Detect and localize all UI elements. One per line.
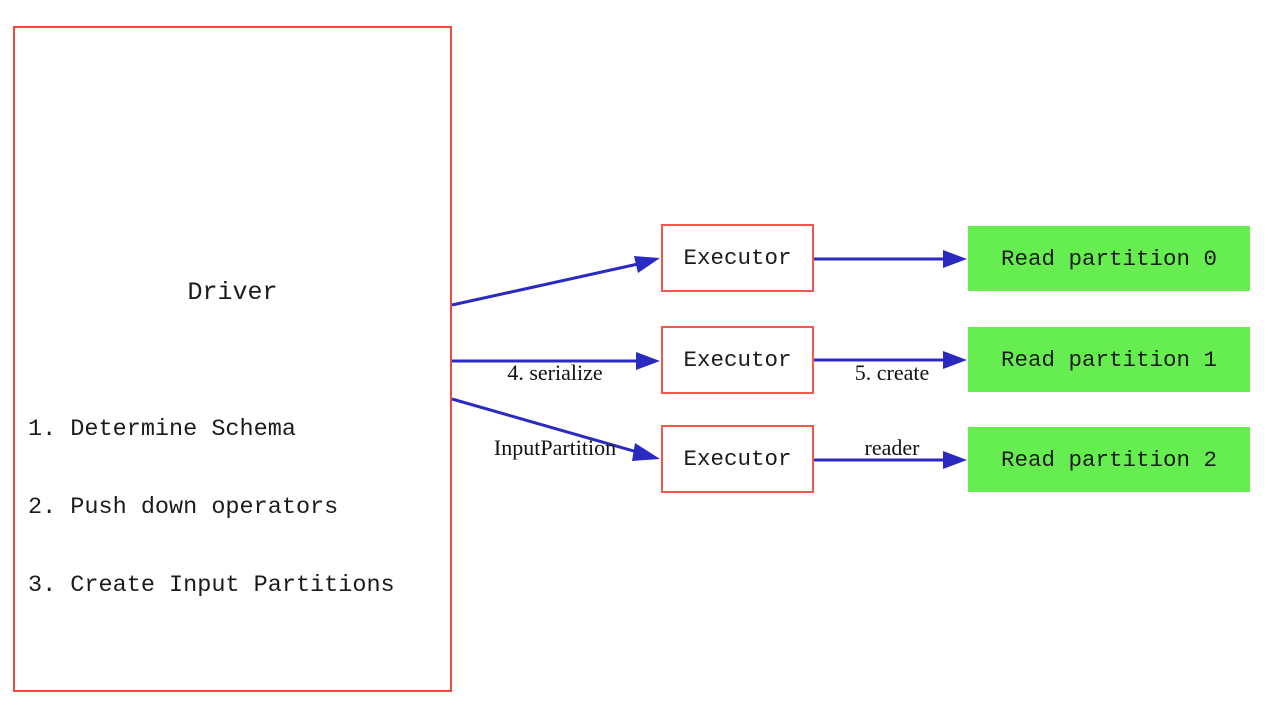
executor-label-1: Executor bbox=[683, 347, 792, 373]
arrow-driver-to-executor-1 bbox=[452, 352, 660, 370]
arrow-executor-1-to-partition-1 bbox=[814, 351, 967, 369]
arrow-executor-2-to-partition-2 bbox=[814, 451, 967, 469]
executor-label-0: Executor bbox=[683, 245, 792, 271]
executor-label-2: Executor bbox=[683, 446, 792, 472]
driver-title: Driver bbox=[187, 278, 278, 307]
executor-box-2: Executor bbox=[661, 425, 814, 493]
edge-label-create-reader-line-1: 5. create bbox=[854, 360, 930, 385]
partition-label-0: Read partition 0 bbox=[1000, 245, 1218, 272]
arrow-executor-0-to-partition-0 bbox=[814, 250, 967, 268]
arrow-driver-to-executor-2 bbox=[451, 397, 660, 461]
partition-box-1: Read partition 1 bbox=[968, 327, 1250, 392]
executor-box-0: Executor bbox=[661, 224, 814, 292]
arrow-driver-to-executor-0 bbox=[451, 256, 660, 307]
partition-box-2: Read partition 2 bbox=[968, 427, 1250, 492]
edge-label-serialize: 4. serialize InputPartition bbox=[470, 310, 640, 510]
edge-label-serialize-line-1: 4. serialize bbox=[507, 360, 603, 385]
edge-label-create-reader: 5. create reader bbox=[828, 310, 956, 510]
edge-label-serialize-line-2: InputPartition bbox=[493, 435, 617, 460]
driver-step-2: 2. Push down operators bbox=[28, 494, 339, 521]
driver-box bbox=[13, 26, 452, 692]
partition-label-2: Read partition 2 bbox=[1000, 446, 1218, 473]
driver-step-3: 3. Create Input Partitions bbox=[28, 572, 395, 599]
partition-label-1: Read partition 1 bbox=[1000, 346, 1218, 373]
edge-label-create-reader-line-2: reader bbox=[864, 435, 920, 460]
executor-box-1: Executor bbox=[661, 326, 814, 394]
partition-box-0: Read partition 0 bbox=[968, 226, 1250, 291]
driver-steps-list: 1. Determine Schema 2. Push down operato… bbox=[28, 365, 448, 651]
driver-step-1: 1. Determine Schema bbox=[28, 416, 296, 443]
